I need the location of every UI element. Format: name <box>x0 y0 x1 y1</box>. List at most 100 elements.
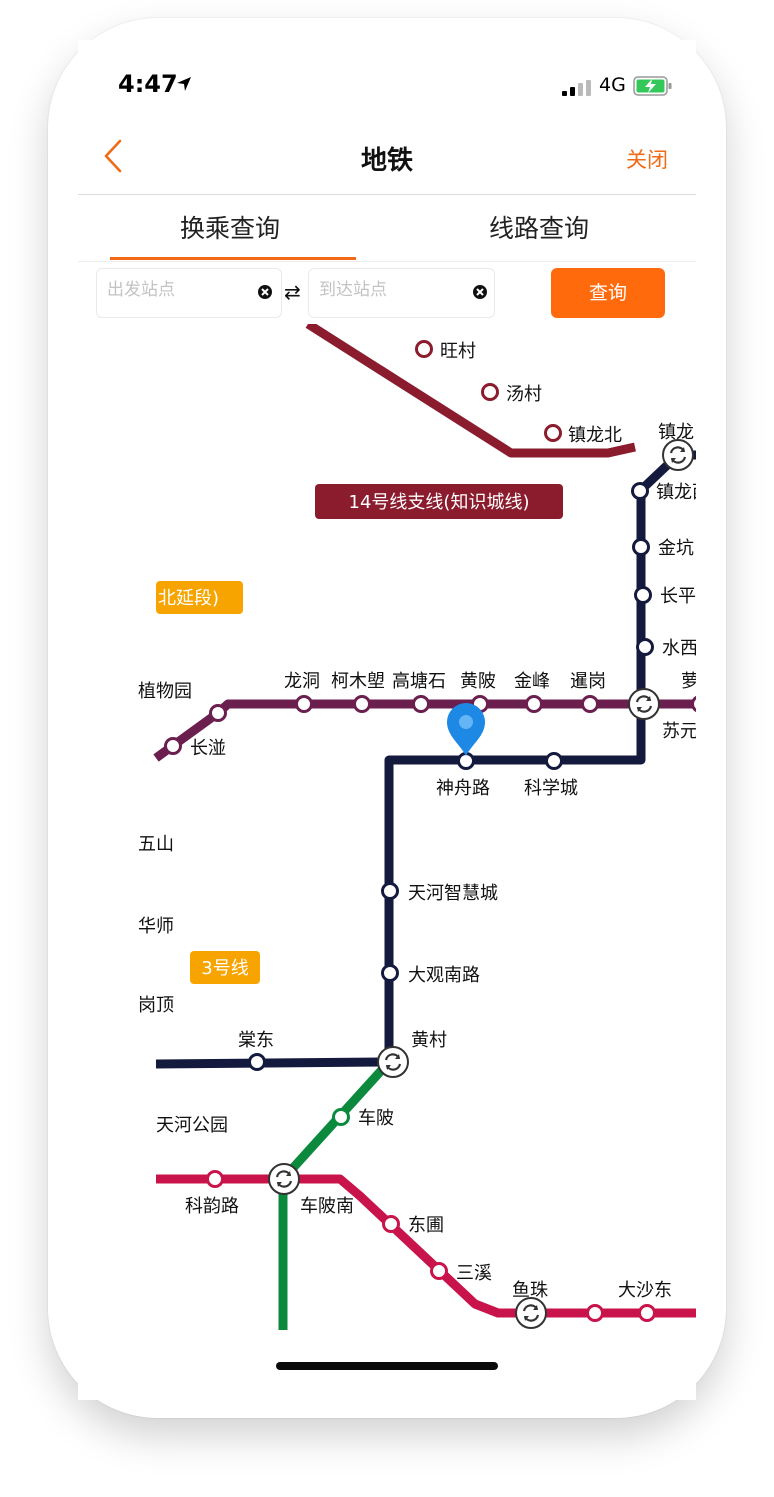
station-label: 华师 <box>138 916 174 937</box>
back-chevron-icon[interactable] <box>100 138 128 174</box>
signal-icon <box>562 80 591 96</box>
interchange-icon[interactable] <box>268 1163 300 1195</box>
station-dot[interactable] <box>209 704 227 722</box>
station-dot[interactable] <box>415 340 433 358</box>
station-label: 棠东 <box>238 1030 274 1051</box>
station-label: 水西 <box>662 638 696 659</box>
close-button[interactable]: 关闭 <box>626 148 668 172</box>
station-label: 黄陂 <box>460 671 496 692</box>
swap-stations-icon[interactable]: ⇄ <box>284 280 301 304</box>
station-label: 岗顶 <box>138 995 174 1016</box>
interchange-icon[interactable] <box>515 1297 547 1329</box>
station-dot[interactable] <box>632 538 650 556</box>
station-label: 三溪 <box>456 1263 492 1284</box>
interchange-icon[interactable] <box>662 439 694 471</box>
station-label: 长湴 <box>190 738 226 759</box>
station-dot[interactable] <box>206 1170 224 1188</box>
tab-transfer-query[interactable]: 换乘查询 <box>180 214 281 243</box>
from-station-field <box>96 268 282 318</box>
station-label: 萝岗 <box>681 671 696 692</box>
station-label: 五山 <box>138 834 174 855</box>
station-dot[interactable] <box>412 695 430 713</box>
station-label: 科韵路 <box>185 1196 239 1217</box>
interchange-stations <box>268 439 694 1329</box>
battery-charging-icon <box>633 76 672 96</box>
interchange-icon[interactable] <box>377 1046 409 1078</box>
clear-to-icon[interactable] <box>472 284 488 300</box>
nav-bar: 地铁 关闭 <box>78 120 696 195</box>
station-label: 大沙东 <box>618 1280 672 1301</box>
home-indicator[interactable] <box>276 1362 498 1370</box>
station-dot[interactable] <box>248 1053 266 1071</box>
station-labels: 旺村 汤村 镇龙北 镇龙 中新 镇龙西 金坑 长平 水西 萝岗 香雪 苏元 龙洞… <box>138 341 696 1301</box>
tab-line-query[interactable]: 线路查询 <box>489 214 590 243</box>
station-dot[interactable] <box>382 1215 400 1233</box>
station-label: 柯木塱 <box>331 671 385 692</box>
station-label: 东圃 <box>408 1215 444 1236</box>
station-label: 暹岗 <box>570 671 606 692</box>
station-dot[interactable] <box>353 695 371 713</box>
station-dot[interactable] <box>631 482 649 500</box>
station-dot[interactable] <box>332 1108 350 1126</box>
line-14-branch <box>305 324 636 458</box>
station-label: 大观南路 <box>408 965 480 986</box>
line-label-14-north: 北延段) <box>156 581 243 614</box>
line-label-3: 3号线 <box>190 951 260 984</box>
station-label: 旺村 <box>440 341 476 362</box>
station-dot[interactable] <box>381 964 399 982</box>
status-bar: 4:47 4G <box>78 40 696 110</box>
station-dot[interactable] <box>525 695 543 713</box>
app-screen: 4:47 4G 地铁 关闭 换乘查询 线路查询 ⇄ <box>78 40 696 1400</box>
station-label: 汤村 <box>506 384 542 405</box>
station-dot[interactable] <box>381 882 399 900</box>
station-label: 高塘石 <box>392 671 446 692</box>
station-label: 植物园 <box>138 681 192 702</box>
query-button[interactable]: 查询 <box>551 268 665 318</box>
station-dot[interactable] <box>634 586 652 604</box>
station-label: 鱼珠 <box>512 1280 548 1301</box>
station-dot[interactable] <box>545 752 563 770</box>
active-tab-indicator <box>110 257 356 260</box>
line-label-14b: 14号线支线(知识城线) <box>315 484 563 519</box>
line-6 <box>153 699 696 762</box>
station-label: 金坑 <box>658 538 694 559</box>
station-dot[interactable] <box>586 1304 604 1322</box>
metro-map[interactable]: 14号线支线(知识城线) 北延段) 3号线 <box>78 324 696 1370</box>
status-time: 4:47 <box>118 70 178 98</box>
station-label: 车陂 <box>358 1108 394 1129</box>
station-label: 神舟路 <box>436 778 490 799</box>
interchange-icon[interactable] <box>628 688 660 720</box>
station-label: 天河公园 <box>156 1115 228 1136</box>
location-pin-icon <box>447 703 485 756</box>
line-21-west <box>155 1057 390 1069</box>
station-dot[interactable] <box>638 1304 656 1322</box>
station-label: 苏元 <box>662 721 696 742</box>
station-dot[interactable] <box>581 695 599 713</box>
svg-text:3号线: 3号线 <box>201 958 248 979</box>
page-title: 地铁 <box>360 146 413 176</box>
svg-text:14号线支线(知识城线): 14号线支线(知识城线) <box>349 492 530 513</box>
to-station-field <box>308 268 495 318</box>
station-dot[interactable] <box>481 383 499 401</box>
station-label: 龙洞 <box>284 671 320 692</box>
station-label: 长平 <box>660 586 696 607</box>
station-label: 金峰 <box>514 671 550 692</box>
station-dot[interactable] <box>295 695 313 713</box>
station-dot[interactable] <box>691 695 697 713</box>
location-arrow-icon <box>177 77 191 91</box>
station-label: 镇龙北 <box>568 425 622 446</box>
station-dot[interactable] <box>430 1262 448 1280</box>
station-dot[interactable] <box>636 638 654 656</box>
station-label: 天河智慧城 <box>408 883 498 904</box>
station-dot[interactable] <box>544 424 562 442</box>
to-station-input[interactable] <box>317 279 461 301</box>
station-dot[interactable] <box>164 737 182 755</box>
station-label: 车陂南 <box>300 1196 354 1217</box>
search-row: ⇄ 查询 <box>78 268 696 320</box>
station-dots <box>164 340 697 1322</box>
from-station-input[interactable] <box>105 279 249 301</box>
svg-text:北延段): 北延段) <box>158 588 219 609</box>
station-label: 镇龙 <box>658 422 694 443</box>
station-label: 黄村 <box>411 1030 447 1051</box>
clear-from-icon[interactable] <box>257 284 273 300</box>
